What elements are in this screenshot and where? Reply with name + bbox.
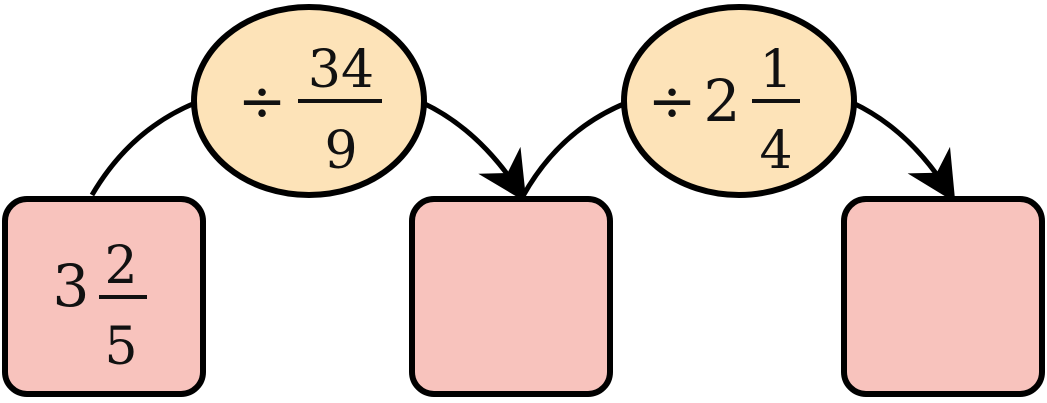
operation-2-oval [621, 4, 857, 198]
box-3[interactable] [841, 196, 1045, 397]
box-1-denominator: 5 [104, 317, 137, 377]
box-1: 3 2 5 [2, 196, 206, 397]
box-1-whole: 3 [53, 252, 90, 320]
operation-2-numerator: 1 [759, 40, 792, 100]
operation-2-denominator: 4 [759, 121, 792, 181]
operation-1-denominator: 9 [324, 121, 357, 181]
connector-arc-start-1 [89, 100, 196, 197]
operation-1: ÷ 34 9 [191, 4, 427, 198]
operation-1-numerator: 34 [308, 40, 374, 100]
box-2[interactable] [409, 196, 613, 397]
box-1-numerator: 2 [104, 236, 137, 296]
arrow-2 [851, 100, 956, 203]
operation-2-whole: 2 [704, 67, 741, 135]
arrow-1 [421, 100, 527, 203]
operation-2-operator: ÷ [648, 67, 697, 135]
box-2-shape[interactable] [409, 196, 613, 397]
operation-1-operator: ÷ [238, 67, 287, 135]
box-3-shape[interactable] [841, 196, 1045, 397]
operation-2: ÷ 2 1 4 [621, 4, 857, 198]
connector-arc-start-2 [520, 100, 627, 198]
